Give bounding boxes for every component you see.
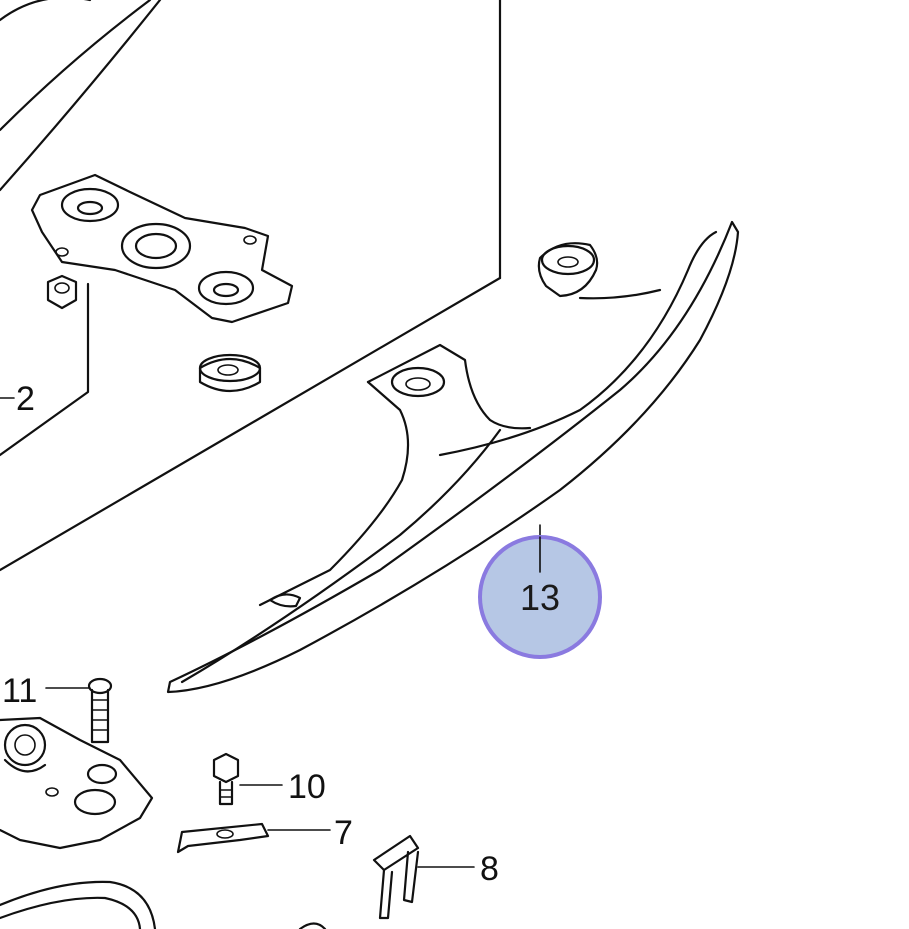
callout-2: 2 <box>16 380 35 418</box>
grab-rail[interactable] <box>166 220 740 694</box>
callout-13[interactable]: 13 <box>520 577 560 618</box>
callout-10: 10 <box>288 768 326 806</box>
bolt-10[interactable] <box>212 752 240 806</box>
nut <box>46 274 78 310</box>
bracket-plate <box>30 173 294 324</box>
hinge-assembly <box>0 716 154 850</box>
clip-8[interactable] <box>372 834 420 920</box>
cable <box>0 880 327 929</box>
clip-7[interactable] <box>176 822 270 854</box>
screw-11[interactable] <box>87 677 113 744</box>
callout-7: 7 <box>334 814 353 852</box>
hotspot-13[interactable]: 13 <box>478 535 602 659</box>
leader-lines <box>0 397 475 868</box>
frame-outline <box>0 0 502 572</box>
callout-8: 8 <box>480 850 499 888</box>
grommet <box>198 353 262 392</box>
callout-11: 11 <box>2 672 37 710</box>
